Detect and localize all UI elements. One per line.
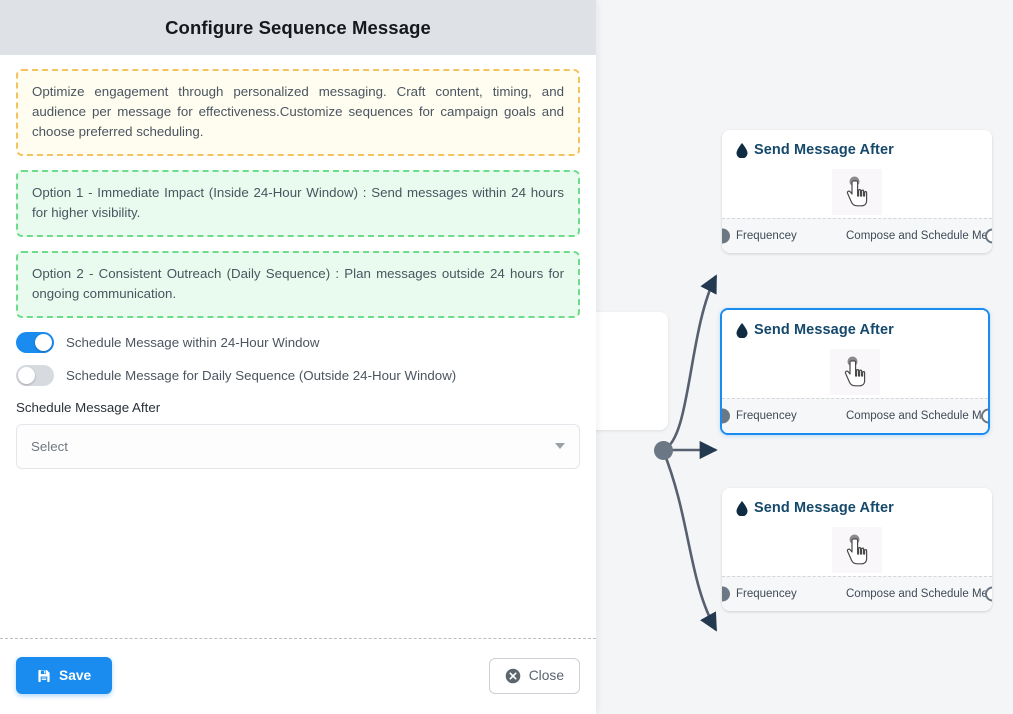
- flow-card-3-input-port[interactable]: [722, 586, 730, 602]
- water-drop-icon: [736, 142, 748, 158]
- flow-card-2-foot-left: Frequencey: [736, 410, 797, 422]
- toggle-schedule-daily-sequence-label: Schedule Message for Daily Sequence (Out…: [66, 367, 457, 383]
- schedule-message-after-value: Select: [31, 438, 68, 454]
- dialog-footer: Save Close: [0, 638, 596, 714]
- flow-card-2[interactable]: Send Message After Frequencey Compose an…: [720, 308, 990, 435]
- toggle-schedule-within-24h-label: Schedule Message within 24-Hour Window: [66, 334, 320, 350]
- flow-card-2-body: Send Message After: [722, 310, 988, 398]
- toggle-schedule-daily-sequence[interactable]: [16, 364, 54, 386]
- flow-card-1-foot-right: Compose and Schedule Message: [846, 230, 992, 242]
- water-drop-icon: [736, 500, 748, 516]
- flow-card-1[interactable]: Send Message After Frequencey Compose an…: [722, 130, 992, 253]
- flow-card-2-title-row: Send Message After: [736, 322, 974, 338]
- close-button[interactable]: Close: [488, 657, 580, 694]
- flow-card-1-glyph: [736, 168, 978, 216]
- flow-card-1-title: Send Message After: [754, 142, 894, 158]
- flow-card-2-output-port[interactable]: [981, 408, 988, 424]
- flow-card-1-footer: Frequencey Compose and Schedule Message: [722, 218, 992, 253]
- water-drop-icon: [736, 322, 748, 338]
- flow-card-1-output-port[interactable]: [985, 228, 992, 244]
- toggle-row-daily-sequence[interactable]: Schedule Message for Daily Sequence (Out…: [16, 364, 580, 386]
- toggle-knob: [18, 366, 35, 384]
- save-button-label: Save: [59, 668, 92, 683]
- toggle-row-within-24h[interactable]: Schedule Message within 24-Hour Window: [16, 331, 580, 353]
- flow-card-3-glyph: [736, 526, 978, 574]
- save-floppy-icon: [38, 669, 50, 682]
- flow-card-2-input-port[interactable]: [722, 408, 730, 424]
- flow-card-2-foot-right: Compose and Schedule Message: [846, 410, 988, 422]
- flow-card-3[interactable]: Send Message After Frequencey Compose an…: [722, 488, 992, 611]
- schedule-message-after-label: Schedule Message After: [16, 399, 161, 415]
- schedule-message-after-select[interactable]: Select: [16, 423, 580, 469]
- flow-card-2-glyph: [736, 348, 974, 396]
- flow-card-1-foot-left: Frequencey: [736, 230, 797, 242]
- flow-card-3-foot-right: Compose and Schedule Message: [846, 588, 992, 600]
- flow-canvas[interactable]: ce Message Send Message After: [596, 0, 1013, 714]
- flow-card-3-footer: Frequencey Compose and Schedule Message: [722, 576, 992, 611]
- pointing-hand-cursor-icon: [832, 169, 882, 215]
- configure-sequence-dialog: Configure Sequence Message Optimize enga…: [0, 0, 596, 714]
- option-1-note: Option 1 - Immediate Impact (Inside 24-H…: [16, 169, 580, 237]
- flow-card-3-title-row: Send Message After: [736, 500, 978, 516]
- page-title: Configure Sequence Message: [165, 16, 431, 38]
- flow-card-1-title-row: Send Message After: [736, 142, 978, 158]
- option-2-note: Option 2 - Consistent Outreach (Daily Se…: [16, 250, 580, 318]
- flow-card-1-input-port[interactable]: [722, 228, 730, 244]
- info-note-optimize: Optimize engagement through personalized…: [16, 69, 580, 156]
- partial-card-body: [596, 312, 668, 412]
- chevron-down-icon: [555, 443, 565, 450]
- flow-card-2-title: Send Message After: [754, 322, 894, 338]
- flow-card-3-foot-left: Frequencey: [736, 588, 797, 600]
- pointing-hand-cursor-icon: [832, 527, 882, 573]
- flow-card-3-body: Send Message After: [722, 488, 992, 576]
- close-button-label: Close: [528, 668, 564, 683]
- flow-card-3-output-port[interactable]: [985, 586, 992, 602]
- flow-card-2-footer: Frequencey Compose and Schedule Message: [722, 398, 988, 433]
- dialog-body: Optimize engagement through personalized…: [0, 55, 596, 638]
- close-circle-icon: [505, 668, 521, 683]
- save-button[interactable]: Save: [16, 657, 113, 694]
- dialog-header: Configure Sequence Message: [0, 0, 596, 55]
- flow-card-partial[interactable]: ce Message: [596, 312, 668, 430]
- toggle-knob: [35, 333, 52, 351]
- flow-card-3-title: Send Message After: [754, 500, 894, 516]
- partial-card-footer: ce Message: [596, 412, 668, 430]
- flow-card-1-body: Send Message After: [722, 130, 992, 218]
- flow-hub-node[interactable]: [654, 441, 673, 460]
- pointing-hand-cursor-icon: [830, 349, 880, 395]
- toggle-schedule-within-24h[interactable]: [16, 331, 54, 353]
